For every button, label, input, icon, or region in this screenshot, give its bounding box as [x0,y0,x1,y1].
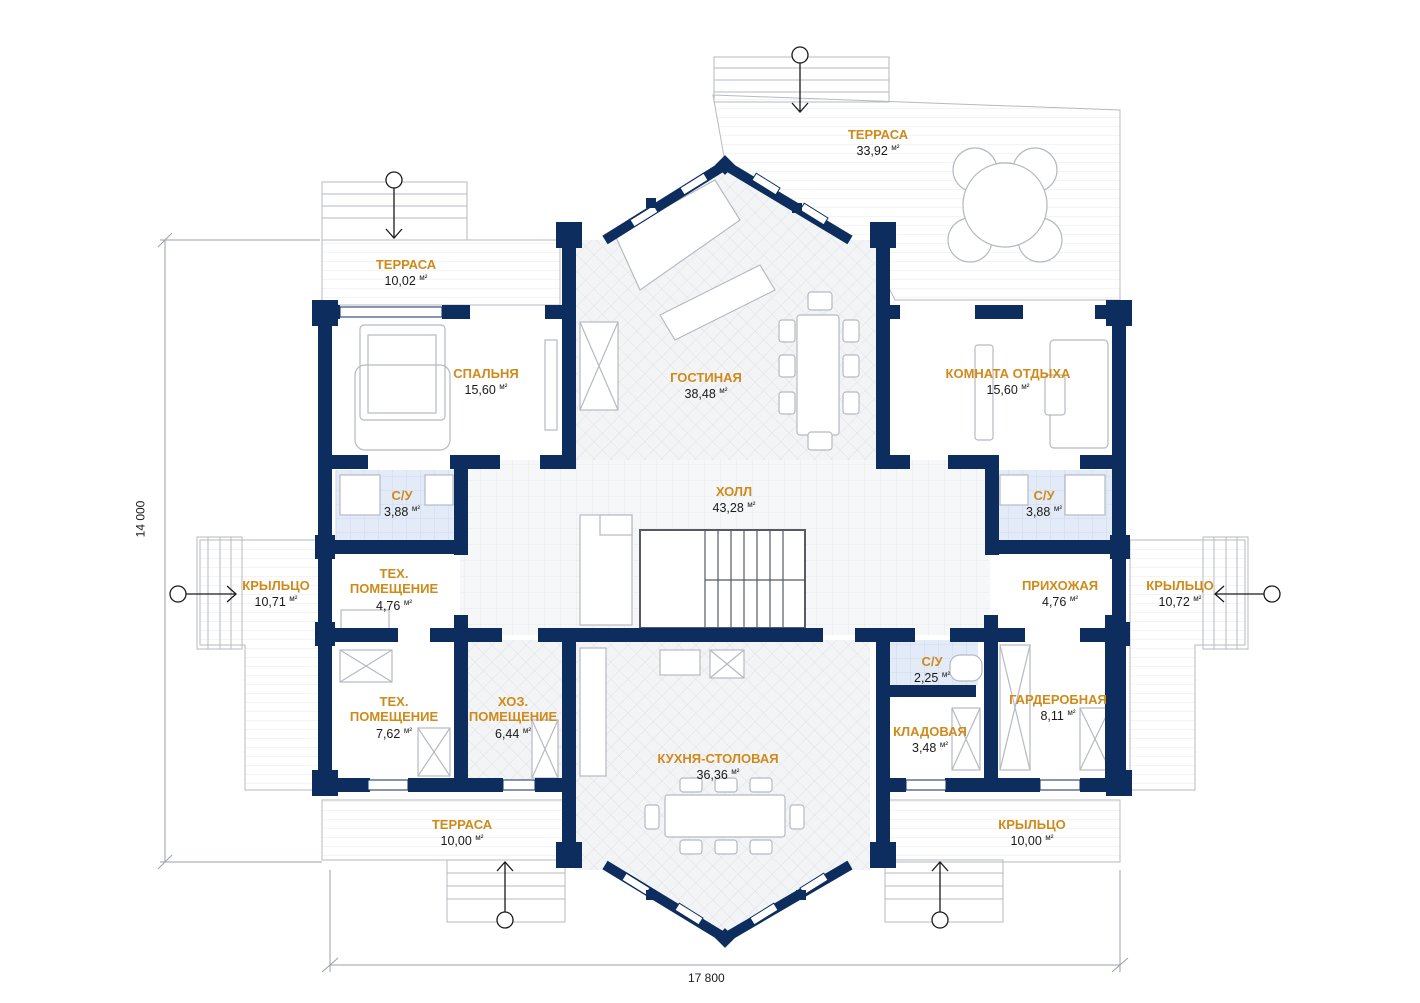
room-name: ХОЗ. ПОМЕЩЕНИЕ [468,694,558,724]
room-area: 10,00 м² [440,833,484,849]
room-area: 10,71 м² [254,594,298,610]
room-name: С/У [1033,488,1055,503]
room-area: 36,36 м² [696,767,740,783]
room-name: КРЫЛЬЦО [242,578,310,593]
stairs-outside [196,56,1249,923]
terraces [199,94,1246,863]
furniture [339,147,1111,855]
windows [339,172,1081,926]
room-area: 4,76 м² [376,598,412,614]
room-name: ТЕРРАСА [431,817,493,832]
room-area: 3,48 м² [912,740,948,756]
room-area: 6,44 м² [495,726,531,742]
room-name: С/У [921,654,943,669]
dimension-width: 17 800 [688,971,725,985]
room-area: 38,48 м² [684,386,728,402]
room-name: ХОЛЛ [715,484,753,499]
room-area: 15,60 м² [464,382,508,398]
room-area: 43,28 м² [712,500,756,516]
room-name: ТЕХ. ПОМЕЩЕНИЕ [349,694,439,724]
room-name: КУХНЯ-СТОЛОВАЯ [657,751,779,766]
wall-posts [646,155,806,948]
room-name: КРЫЛЬЦО [998,817,1066,832]
room-area: 3,88 м² [1026,504,1062,520]
room-area: 10,00 м² [1010,833,1054,849]
room-area: 8,11 м² [1040,708,1076,724]
room-name: КЛАДОВАЯ [893,724,967,739]
room-area: 10,02 м² [384,273,428,289]
entry-arrows [169,46,1281,929]
room-name: ГОСТИНАЯ [670,370,742,385]
dimension-lines [157,232,1129,973]
room-name: ТЕХ. ПОМЕЩЕНИЕ [349,566,439,596]
walls [312,222,1132,868]
room-area: 2,25 м² [914,670,950,686]
room-name: С/У [391,488,413,503]
room-name: ТЕРРАСА [375,257,437,272]
room-name: СПАЛЬНЯ [453,366,519,381]
room-area: 33,92 м² [856,143,900,159]
room-area: 3,88 м² [384,504,420,520]
room-name: ПРИХОЖАЯ [1021,578,1099,593]
room-name: ГАРДЕРОБНАЯ [1009,692,1107,707]
room-name: КРЫЛЬЦО [1146,578,1214,593]
room-name: ТЕРРАСА [847,127,909,142]
room-name: КОМНАТА ОТДЫХА [945,366,1071,381]
room-area: 7,62 м² [376,726,412,742]
room-area: 4,76 м² [1042,594,1078,610]
room-area: 10,72 м² [1158,594,1202,610]
dimension-height: 14 000 [133,500,148,538]
room-area: 15,60 м² [986,382,1030,398]
